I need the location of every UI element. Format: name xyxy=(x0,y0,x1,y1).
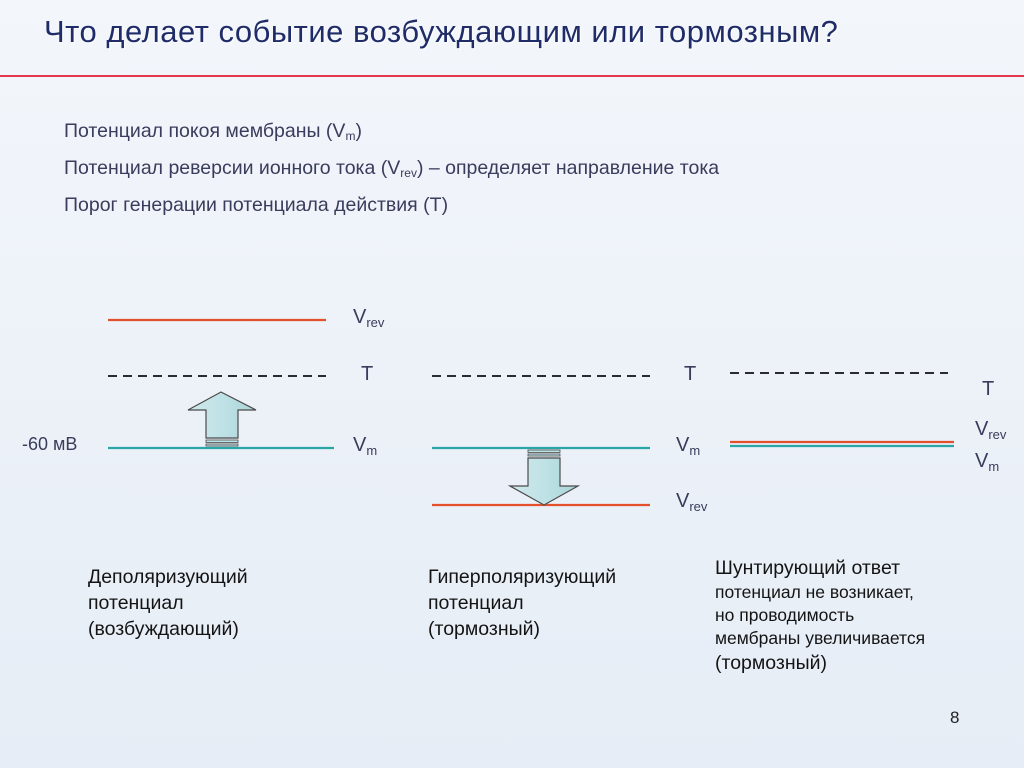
panel2-threshold-label: T xyxy=(684,363,697,385)
panel1-vm-label: Vm xyxy=(353,434,377,458)
definition-text: Потенциал покоя мембраны (V xyxy=(64,120,346,142)
caption-line: но проводимость xyxy=(715,605,855,625)
panel1-caption: Деполяризующий потенциал (возбуждающий) xyxy=(88,564,248,642)
definition-subscript: rev xyxy=(400,166,417,180)
panel1-vrev-label: Vrev xyxy=(353,306,384,330)
caption-line: Деполяризующий xyxy=(88,566,248,588)
panel3-vm-label: Vm xyxy=(975,450,999,474)
definition-tail: ) – определяет направление тока xyxy=(416,157,720,179)
slide-title: Что делает событие возбуждающим или торм… xyxy=(44,14,839,49)
label-main: V xyxy=(676,434,690,456)
panel3-vrev-label: Vrev xyxy=(975,418,1006,442)
caption-line: потенциал не возникает, xyxy=(715,582,914,602)
caption-line: (возбуждающий) xyxy=(88,618,239,640)
panel2-vrev-label: Vrev xyxy=(676,490,707,514)
hyperpolarization-down-arrow xyxy=(507,449,581,506)
panel3-threshold-label: T xyxy=(982,378,995,400)
panel3-caption: Шунтирующий ответ потенциал не возникает… xyxy=(715,555,925,676)
caption-line: потенциал xyxy=(428,592,524,614)
label-sub: rev xyxy=(988,427,1007,442)
label-main: V xyxy=(676,490,690,512)
caption-line: потенциал xyxy=(88,592,184,614)
caption-line: Гиперполяризующий xyxy=(428,566,617,588)
definition-text: Порог генерации потенциала действия (T) xyxy=(64,194,449,216)
label-sub: m xyxy=(366,443,378,458)
label-sub: rev xyxy=(689,499,708,514)
definition-tail: ) xyxy=(355,120,362,142)
label-main: V xyxy=(353,434,367,456)
definition-text: Потенциал реверсии ионного тока (V xyxy=(64,157,401,179)
resting-value-label: -60 мВ xyxy=(22,434,78,454)
depolarization-up-arrow xyxy=(187,391,257,447)
definition-threshold: Порог генерации потенциала действия (T) xyxy=(64,194,448,217)
label-main: V xyxy=(975,418,989,440)
panel1-threshold-label: T xyxy=(361,363,374,385)
caption-tail: (тормозный) xyxy=(715,652,828,674)
caption-line: (тормозный) xyxy=(428,618,541,640)
label-sub: m xyxy=(988,459,1000,474)
caption-title: Шунтирующий ответ xyxy=(715,557,901,579)
label-main: V xyxy=(975,450,989,472)
definition-reversal-potential: Потенциал реверсии ионного тока (Vrev) –… xyxy=(64,157,719,180)
definition-resting-potential: Потенциал покоя мембраны (Vm) xyxy=(64,120,362,143)
definition-subscript: m xyxy=(345,129,356,143)
panel2-caption: Гиперполяризующий потенциал (тормозный) xyxy=(428,564,616,642)
page-number: 8 xyxy=(950,708,960,727)
label-sub: m xyxy=(689,443,701,458)
label-main: V xyxy=(353,306,367,328)
panel2-vm-label: Vm xyxy=(676,434,700,458)
label-sub: rev xyxy=(366,315,385,330)
caption-line: мембраны увеличивается xyxy=(715,628,926,648)
title-underline xyxy=(0,75,1024,77)
